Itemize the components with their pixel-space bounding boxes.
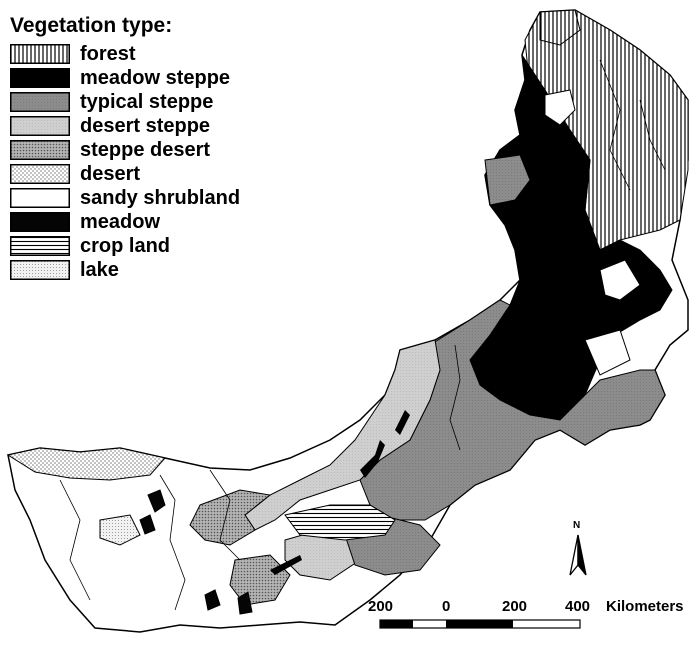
north-arrow-icon — [569, 534, 587, 576]
crop-land-area — [284, 504, 396, 541]
legend-swatch-crop-land — [10, 236, 70, 256]
legend-swatch-desert-steppe — [10, 116, 70, 136]
white-gap-2 — [584, 329, 631, 376]
scale-label-200-right: 200 — [502, 598, 528, 615]
legend-swatch-meadow-steppe — [10, 68, 70, 88]
meadow-river-3 — [270, 555, 302, 575]
lake-area — [99, 514, 141, 546]
legend-swatch-meadow — [10, 212, 70, 232]
legend-label: lake — [80, 259, 119, 281]
legend-label: desert steppe — [80, 115, 211, 137]
scale-bar — [379, 619, 581, 629]
legend-label: desert — [80, 163, 141, 185]
typical-steppe-patch-north — [484, 154, 531, 206]
steppe-desert-area — [189, 489, 272, 546]
legend-item: typical steppe — [10, 90, 213, 114]
scale-label-0: 0 — [442, 598, 451, 615]
scale-label-200-left: 200 — [368, 598, 394, 615]
legend-label: meadow steppe — [80, 67, 231, 89]
legend-item: desert steppe — [10, 114, 210, 138]
legend-label: forest — [80, 43, 136, 65]
meadow-patch-3 — [204, 589, 221, 611]
lake-hole-1 — [544, 89, 576, 126]
forest-area-small — [539, 9, 581, 46]
desert-steppe-area — [244, 339, 441, 531]
legend-label: sandy shrubland — [80, 187, 241, 209]
legend-swatch-typical-steppe — [10, 92, 70, 112]
legend-item: lake — [10, 258, 172, 282]
meadow-river-2 — [395, 410, 410, 435]
legend-label: meadow — [80, 211, 161, 233]
desert-area-west — [6, 447, 166, 481]
meadow-river-1 — [360, 440, 385, 478]
meadow-patch-1 — [147, 489, 166, 513]
north-arrow-label: N — [573, 520, 581, 531]
legend-label: typical steppe — [80, 91, 214, 113]
legend-item: crop land — [10, 234, 172, 258]
legend-swatch-sandy-shrubland — [10, 188, 70, 208]
legend-item: steppe desert — [10, 138, 210, 162]
legend-swatch-forest — [10, 44, 70, 64]
legend-item: sandy shrubland — [10, 186, 240, 210]
legend-item: meadow — [10, 210, 172, 234]
legend-title: Vegetation type: — [10, 14, 173, 37]
legend-swatch-steppe-desert — [10, 140, 70, 160]
legend-item: forest — [10, 42, 172, 66]
legend-swatch-lake — [10, 260, 70, 280]
region-boundaries — [59, 59, 666, 611]
meadow-patch-4 — [237, 591, 253, 615]
legend-swatch-desert — [10, 164, 70, 184]
legend-label: steppe desert — [80, 139, 211, 161]
legend-label: crop land — [80, 235, 171, 257]
meadow-patch-2 — [139, 514, 156, 535]
legend-item: meadow steppe — [10, 66, 230, 90]
white-gap-east — [599, 259, 641, 301]
scale-label-400: 400 — [565, 598, 591, 615]
legend-item: desert — [10, 162, 172, 186]
scale-unit: Kilometers — [606, 598, 684, 615]
